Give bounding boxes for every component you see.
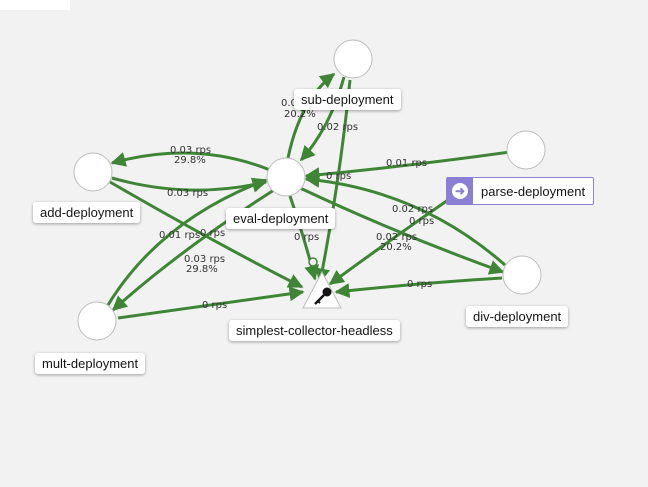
edge-label: 0 rps xyxy=(326,171,351,182)
node-eval-deployment[interactable] xyxy=(266,157,306,197)
label-sub-deployment[interactable]: sub-deployment xyxy=(294,89,401,110)
edge-label: 29.8% xyxy=(186,264,218,275)
edge-label: 29.8% xyxy=(174,155,206,166)
label-add-deployment[interactable]: add-deployment xyxy=(33,202,141,223)
edge-mult-to-eval[interactable] xyxy=(106,177,268,306)
label-parse-deployment: parse-deployment xyxy=(481,183,586,199)
edge-add-to-collector[interactable] xyxy=(109,180,304,289)
label-parse-deployment-selected[interactable]: ➜ parse-deployment xyxy=(446,177,595,205)
edge-label: 0 rps xyxy=(202,300,227,311)
label-mult-deployment[interactable]: mult-deployment xyxy=(35,353,146,374)
top-left-panel-edge xyxy=(0,0,70,10)
edge-div-to-eval[interactable] xyxy=(304,172,506,267)
edge-label: 0.03 rps xyxy=(167,188,208,199)
edge-parse-to-eval[interactable] xyxy=(304,150,511,183)
node-mult-deployment[interactable] xyxy=(77,301,117,341)
edge-label: 0 rps xyxy=(200,228,225,239)
edge-label: 0.0 xyxy=(281,98,297,109)
label-div-deployment[interactable]: div-deployment xyxy=(466,306,569,327)
edge-junction-dot xyxy=(308,257,318,267)
edge-label: 0 rps xyxy=(409,216,434,227)
edge-mult-to-collector[interactable] xyxy=(117,286,305,320)
edge-label: 0.03 rps xyxy=(184,254,225,265)
node-sub-deployment[interactable] xyxy=(333,39,373,79)
edge-label: 0.03 rps xyxy=(170,145,211,156)
edge-label: 0 rps xyxy=(407,279,432,290)
edge-label: 0.02 rps xyxy=(376,232,417,243)
edge-eval-to-mult[interactable] xyxy=(111,188,275,312)
edge-label: 0.01 rps xyxy=(386,158,427,169)
edge-eval-to-collector[interactable] xyxy=(288,195,319,281)
edge-eval-to-add[interactable] xyxy=(110,151,271,172)
edge-div-to-collector[interactable] xyxy=(334,276,503,299)
edge-label: 0 rps xyxy=(294,232,319,243)
edge-label: 0.02 rps xyxy=(392,204,433,215)
edge-label: 20.2% xyxy=(284,109,316,120)
edge-label: 0.01 rps xyxy=(159,230,200,241)
edge-label: 20.2% xyxy=(380,242,412,253)
key-icon xyxy=(314,287,332,305)
label-simplest-collector-headless[interactable]: simplest-collector-headless xyxy=(229,320,400,341)
label-eval-deployment[interactable]: eval-deployment xyxy=(226,208,336,229)
node-add-deployment[interactable] xyxy=(73,152,113,192)
node-simplest-collector-headless[interactable] xyxy=(302,270,342,309)
node-div-deployment[interactable] xyxy=(502,255,542,295)
arrow-right-circle-icon: ➜ xyxy=(447,178,473,204)
edge-label: 0.02 rps xyxy=(317,122,358,133)
node-parse-deployment[interactable] xyxy=(506,130,546,170)
edge-sub-to-eval[interactable] xyxy=(299,76,346,162)
edge-parse-to-collector[interactable] xyxy=(328,198,449,286)
